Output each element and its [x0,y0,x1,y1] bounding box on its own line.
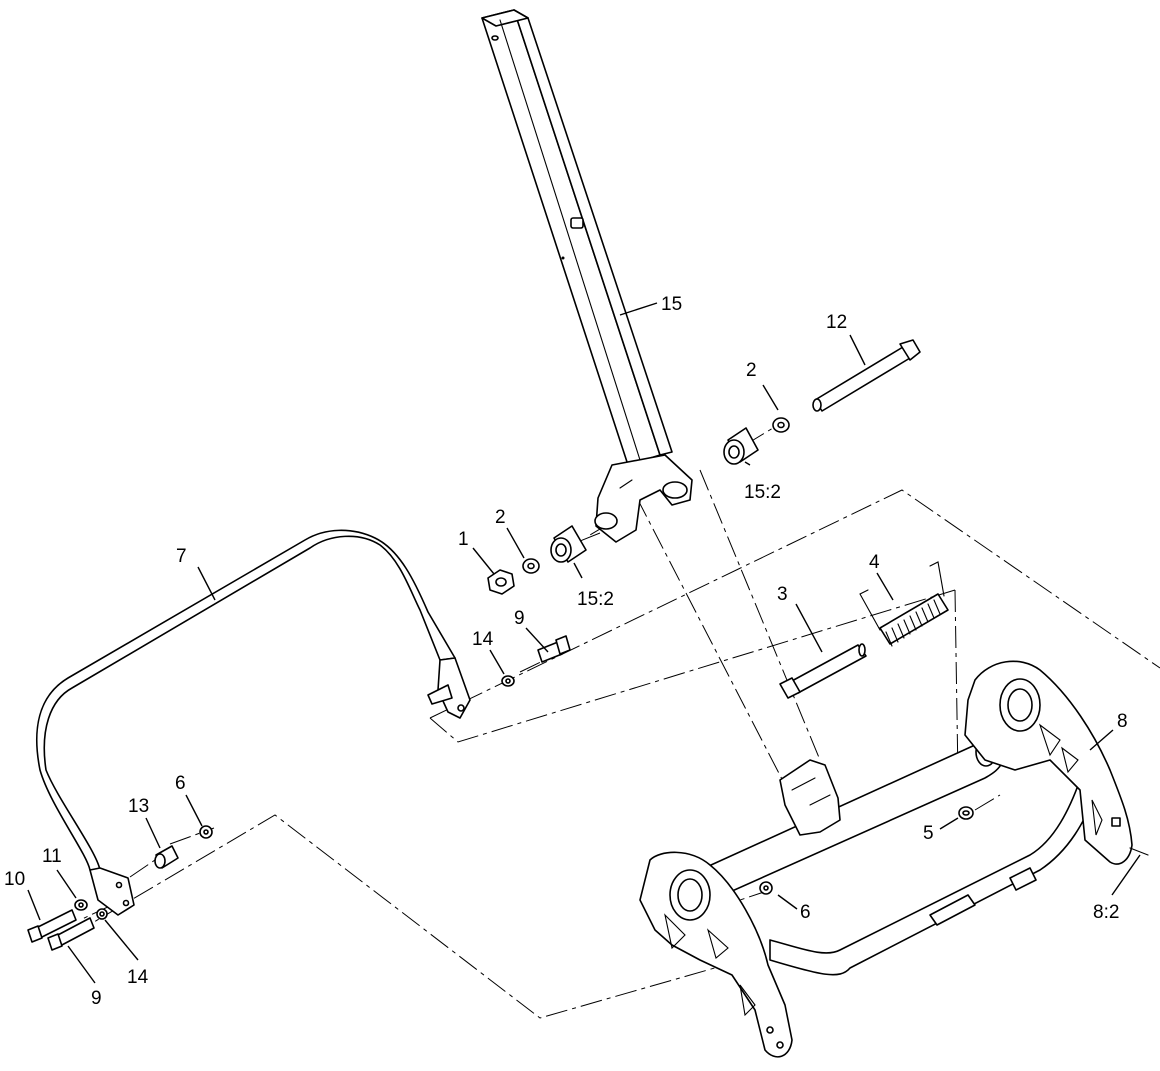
part-12-bolt [812,339,921,412]
part-10-bolt [27,909,77,943]
callout-14-lower: 14 [127,967,149,988]
part-2-washer-upper [772,417,790,433]
part-5-plug [958,806,974,820]
callout-8-2: 8:2 [1093,902,1119,923]
callout-leaders [27,302,1141,984]
assembly-guide-lines [71,424,1160,1019]
callout-1: 1 [458,529,469,550]
part-1-nut [487,569,515,595]
callout-14-upper: 14 [472,629,494,650]
part-14-spacer-lower [96,908,108,920]
part-15-2-bushing-lower [550,525,587,563]
callout-10: 10 [4,869,25,890]
part-3-bolt [779,643,867,699]
part-2-washer-lower [522,558,540,574]
callout-3: 3 [777,584,788,605]
part-11-washer [74,899,88,911]
part-14-spacer-upper [501,675,515,687]
callout-9-lower: 9 [91,988,102,1009]
part-4-spring [859,561,949,647]
callout-9-upper: 9 [514,608,525,629]
callout-5: 5 [923,823,934,844]
callout-6-left: 6 [175,773,186,794]
part-15-post [481,9,693,543]
callout-4: 4 [869,552,880,573]
callout-2-upper: 2 [746,360,757,381]
part-9-bolt-lower [47,917,95,951]
part-6-washer-left [199,825,213,839]
part-13-spacer [154,845,179,869]
callout-15: 15 [661,294,682,315]
callout-6-right: 6 [800,902,811,923]
part-9-bolt-upper [537,635,571,663]
part-6-washer-right [759,881,773,895]
callout-12: 12 [826,312,847,333]
callout-7: 7 [176,546,187,567]
callout-labels: 15 12 2 15:2 4 3 7 1 2 15:2 9 14 8 5 6 8… [4,294,1128,1009]
part-7-bar [35,529,471,916]
callout-11: 11 [42,846,62,867]
callout-2-lower: 2 [495,507,506,528]
callout-13: 13 [128,796,149,817]
callout-8: 8 [1117,711,1128,732]
callout-15-2-lower: 15:2 [577,589,614,610]
part-15-2-bushing-upper [723,427,759,465]
part-8-frame [639,660,1149,1058]
callout-15-2-upper: 15:2 [744,482,781,503]
